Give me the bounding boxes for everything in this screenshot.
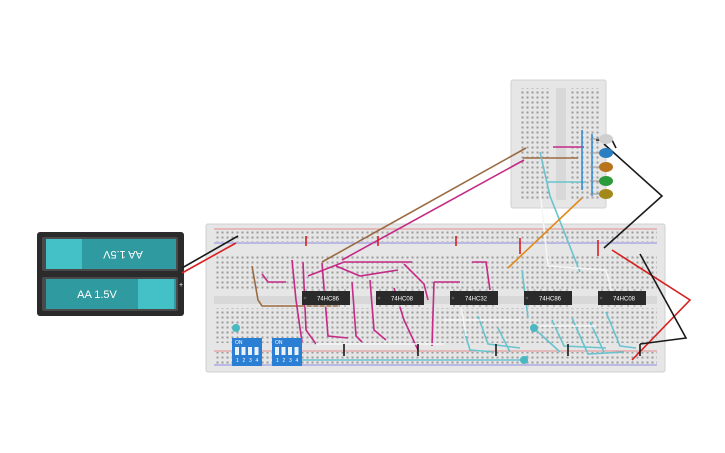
dip-number: 1 <box>276 358 279 364</box>
battery-top-label: AA 1.5V <box>102 248 142 260</box>
battery-cell-bottom: AA 1.5V <box>46 279 176 309</box>
brown-wires[interactable] <box>251 147 578 307</box>
ic-chip-label: 74HC08 <box>613 297 636 303</box>
ic-chips: 74HC86 74HC08 74HC32 74HC86 74HC08 <box>302 289 646 307</box>
battery-negative-wire[interactable] <box>181 235 239 269</box>
dip-number: 2 <box>283 358 286 364</box>
battery-positive-wire[interactable] <box>181 242 237 274</box>
dip-toggle[interactable] <box>241 347 246 355</box>
dip-toggle[interactable] <box>275 347 279 355</box>
led-array[interactable] <box>581 130 613 199</box>
dip-toggle[interactable] <box>248 347 252 355</box>
dip-number: 1 <box>236 358 239 364</box>
battery-plus-sign: + <box>179 282 183 289</box>
bottom-power-rail[interactable] <box>214 352 657 364</box>
ic-chip-label: 74HC32 <box>465 297 488 303</box>
dip-on-label: ON <box>235 340 243 346</box>
led-green[interactable] <box>590 176 613 186</box>
dip-toggle[interactable] <box>254 347 259 355</box>
dip-toggle[interactable] <box>288 347 292 355</box>
dip-number: 3 <box>249 358 252 364</box>
dip-number: 4 <box>296 358 299 364</box>
magenta-wires[interactable] <box>261 146 584 351</box>
battery-pack[interactable]: AA 1.5V AA 1.5V + <box>37 232 184 316</box>
led-yellow[interactable] <box>590 189 613 199</box>
small-breadboard[interactable] <box>510 79 607 209</box>
led-orange[interactable] <box>590 162 613 172</box>
dip-number: 4 <box>256 358 259 364</box>
power-jumpers[interactable] <box>305 139 692 361</box>
top-power-rail[interactable] <box>214 230 657 242</box>
dip-toggle[interactable] <box>235 347 239 355</box>
probe-point[interactable] <box>232 324 240 332</box>
ic-chip[interactable]: 74HC86 <box>524 289 572 307</box>
probe-point[interactable] <box>530 324 538 332</box>
dip-on-label: ON <box>275 340 283 346</box>
ic-chip-label: 74HC86 <box>539 297 562 303</box>
led-white[interactable] <box>590 134 613 144</box>
probe-point[interactable] <box>520 356 528 364</box>
battery-cell-top: AA 1.5V <box>46 239 176 269</box>
led-blue[interactable] <box>590 148 613 158</box>
orange-wire[interactable] <box>507 197 583 269</box>
dip-number: 2 <box>243 358 246 364</box>
dip-toggle[interactable] <box>294 347 299 355</box>
battery-bottom-label: AA 1.5V <box>77 289 117 301</box>
ic-chip[interactable]: 74HC08 <box>376 289 424 307</box>
ic-chip[interactable]: 74HC08 <box>598 289 646 307</box>
ic-chip-label: 74HC86 <box>317 297 340 303</box>
ic-chip[interactable]: 74HC86 <box>302 289 350 307</box>
dip-toggle[interactable] <box>281 347 286 355</box>
ic-chip[interactable]: 74HC32 <box>450 289 498 307</box>
ic-chip-label: 74HC08 <box>391 297 414 303</box>
dip-number: 3 <box>289 358 292 364</box>
